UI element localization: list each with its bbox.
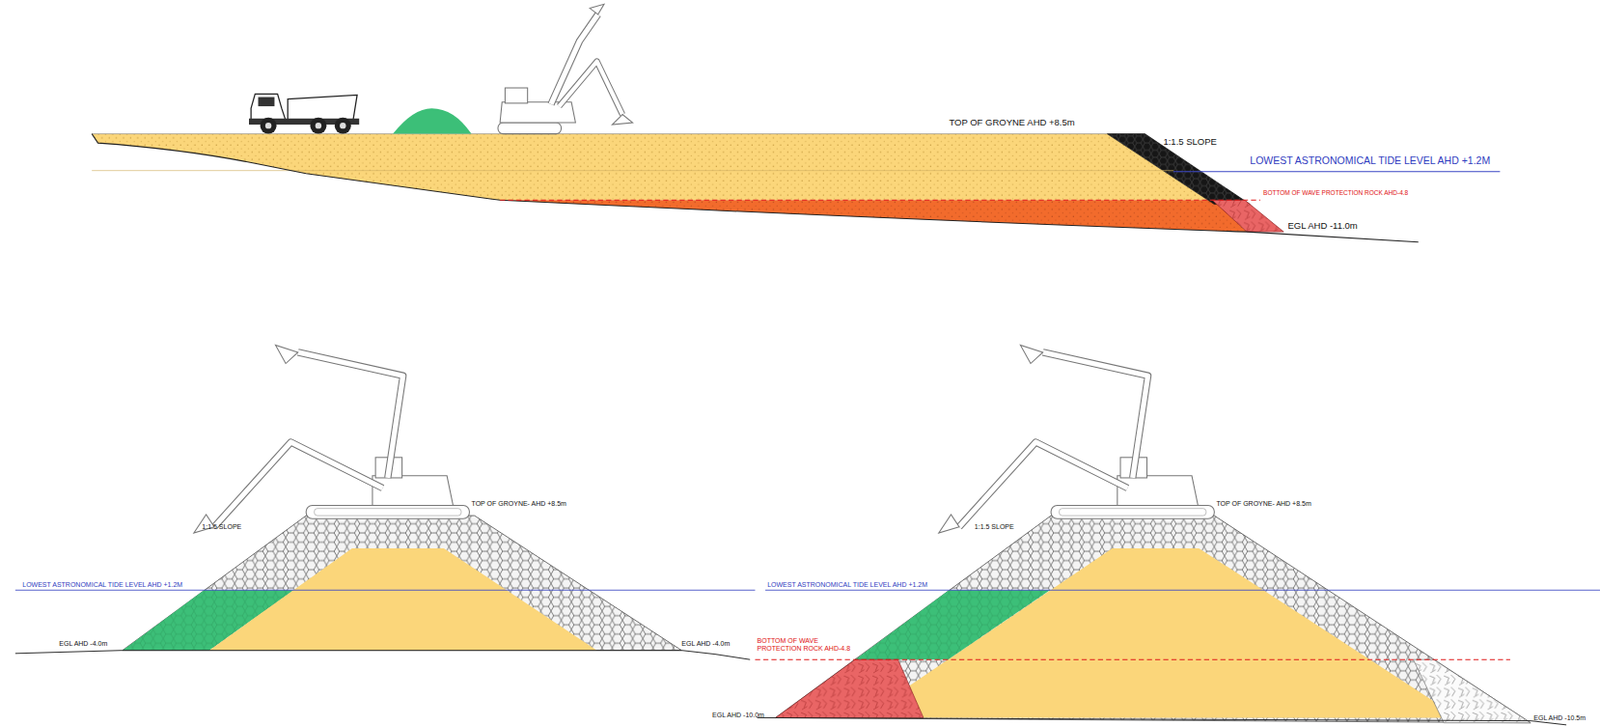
slope-label: 1:1.5 SLOPE [201, 523, 242, 531]
excavator [193, 344, 469, 533]
ground-level-label: EGL AHD -4.0m [681, 639, 730, 648]
fill-layer [499, 199, 1247, 232]
excavator [497, 3, 634, 134]
ground-line [15, 650, 750, 661]
surface-line [91, 133, 1107, 135]
slope-label: 1:1.5 SLOPE [974, 523, 1015, 531]
rock-bottom-line [754, 659, 1510, 661]
rock-bottom-line [499, 199, 1261, 201]
armour-rock [122, 515, 682, 651]
rock-level-label: BOTTOM OF WAVE PROTECTION ROCK AHD-4.8 [757, 636, 853, 653]
toe-rock [775, 659, 924, 718]
ground-level-label: EGL AHD -10.5m [1533, 714, 1586, 722]
ground-line [757, 717, 1568, 724]
tide-trace [91, 169, 1174, 171]
fill-core [209, 548, 598, 651]
level-label: TOP OF GROYNE AHD +8.5m [948, 117, 1075, 129]
tide-line [1173, 170, 1500, 172]
toe-rock [1212, 199, 1284, 232]
tide-line [15, 589, 756, 591]
level-label: TOP OF GROYNE- AHD +8.5m [471, 499, 567, 508]
tide-label: LOWEST ASTRONOMICAL TIDE LEVEL AHD +1.2M [1249, 154, 1490, 166]
fill-layer [855, 589, 1050, 660]
ground-level-label: EGL AHD -11.0m [1287, 220, 1357, 232]
ground-line [91, 134, 1419, 243]
toe-rock [1412, 659, 1531, 723]
ground-level-label: EGL AHD -4.0m [58, 639, 108, 648]
rock-level-label: BOTTOM OF WAVE PROTECTION ROCK AHD-4.8 [1263, 189, 1408, 196]
tide-line [765, 589, 1600, 591]
armour-rock [1106, 134, 1250, 205]
dump-truck [248, 93, 359, 134]
level-label: TOP OF GROYNE- AHD +8.5m [1215, 499, 1311, 508]
fill-core [91, 134, 1214, 205]
armour-rock [775, 515, 1531, 723]
excavator [938, 344, 1214, 533]
slope-label: 1:1.5 SLOPE [1162, 137, 1216, 148]
ground-level-label: EGL AHD -10.0m [712, 711, 765, 719]
tide-label: LOWEST ASTRONOMICAL TIDE LEVEL AHD +1.2M [767, 580, 928, 589]
stockpile [392, 108, 471, 134]
tide-label: LOWEST ASTRONOMICAL TIDE LEVEL AHD +1.2M [22, 580, 183, 589]
